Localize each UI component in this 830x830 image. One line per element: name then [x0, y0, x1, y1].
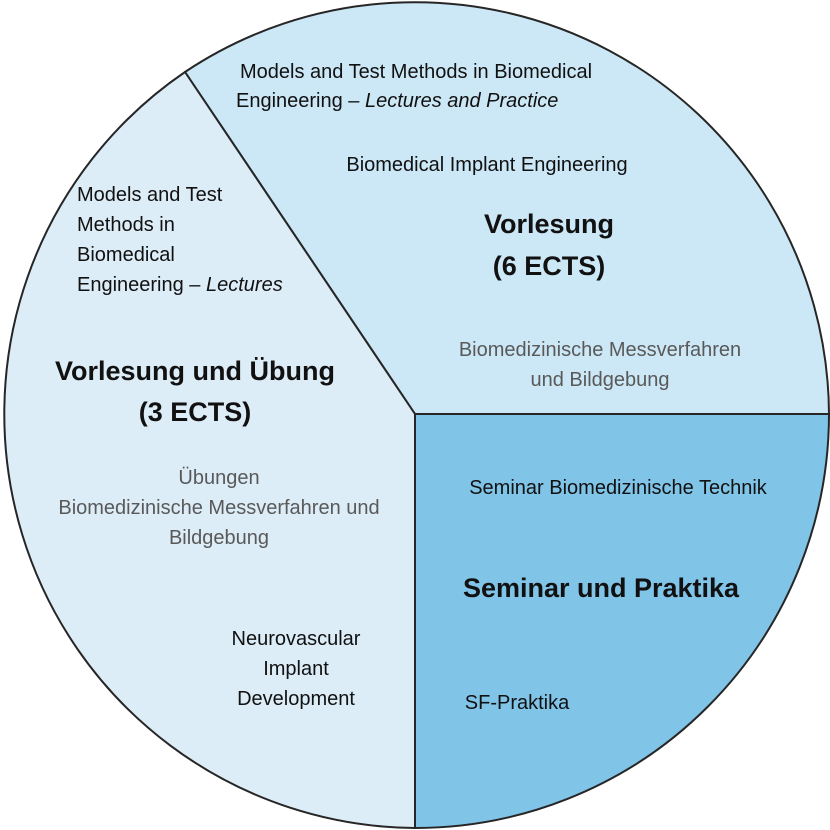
vu-item-2-line-1: Übungen — [178, 467, 259, 489]
segment-vorlesung-und-uebung — [3, 71, 416, 829]
vu-item-2-line-2: Biomedizinische Messverfahren und — [58, 497, 379, 519]
vu-title: Vorlesung und Übung — [55, 356, 335, 386]
vu-item-1-line-3: Biomedical — [77, 244, 175, 266]
vorlesung-title: Vorlesung — [484, 209, 614, 239]
vu-item-1-line-1: Models and Test — [77, 184, 223, 206]
seminar-item-2: SF-Praktika — [465, 692, 570, 714]
vorlesung-item-1-line-2: Engineering – Lectures and Practice — [236, 90, 558, 112]
vu-item-3-line-1: Neurovascular — [232, 628, 361, 650]
vu-item-1-line-4: Engineering – Lectures — [77, 274, 283, 296]
segment-seminar-und-praktika — [414, 413, 830, 829]
vorlesung-item-3-line-1: Biomedizinische Messverfahren — [459, 339, 741, 361]
vorlesung-item-2: Biomedical Implant Engineering — [346, 154, 627, 176]
vorlesung-item-1-line-1: Models and Test Methods in Biomedical — [240, 61, 592, 83]
vorlesung-item-3-line-2: und Bildgebung — [530, 369, 669, 391]
vorlesung-ects: (6 ECTS) — [493, 251, 606, 281]
seminar-item-1: Seminar Biomedizinische Technik — [469, 477, 768, 499]
vu-item-3-line-3: Development — [237, 688, 355, 710]
seminar-title: Seminar und Praktika — [463, 573, 740, 603]
vu-item-2-line-3: Bildgebung — [169, 527, 269, 549]
vu-item-1-line-2: Methods in — [77, 214, 175, 236]
vu-ects: (3 ECTS) — [139, 397, 252, 427]
vu-item-3-line-2: Implant — [263, 658, 329, 680]
